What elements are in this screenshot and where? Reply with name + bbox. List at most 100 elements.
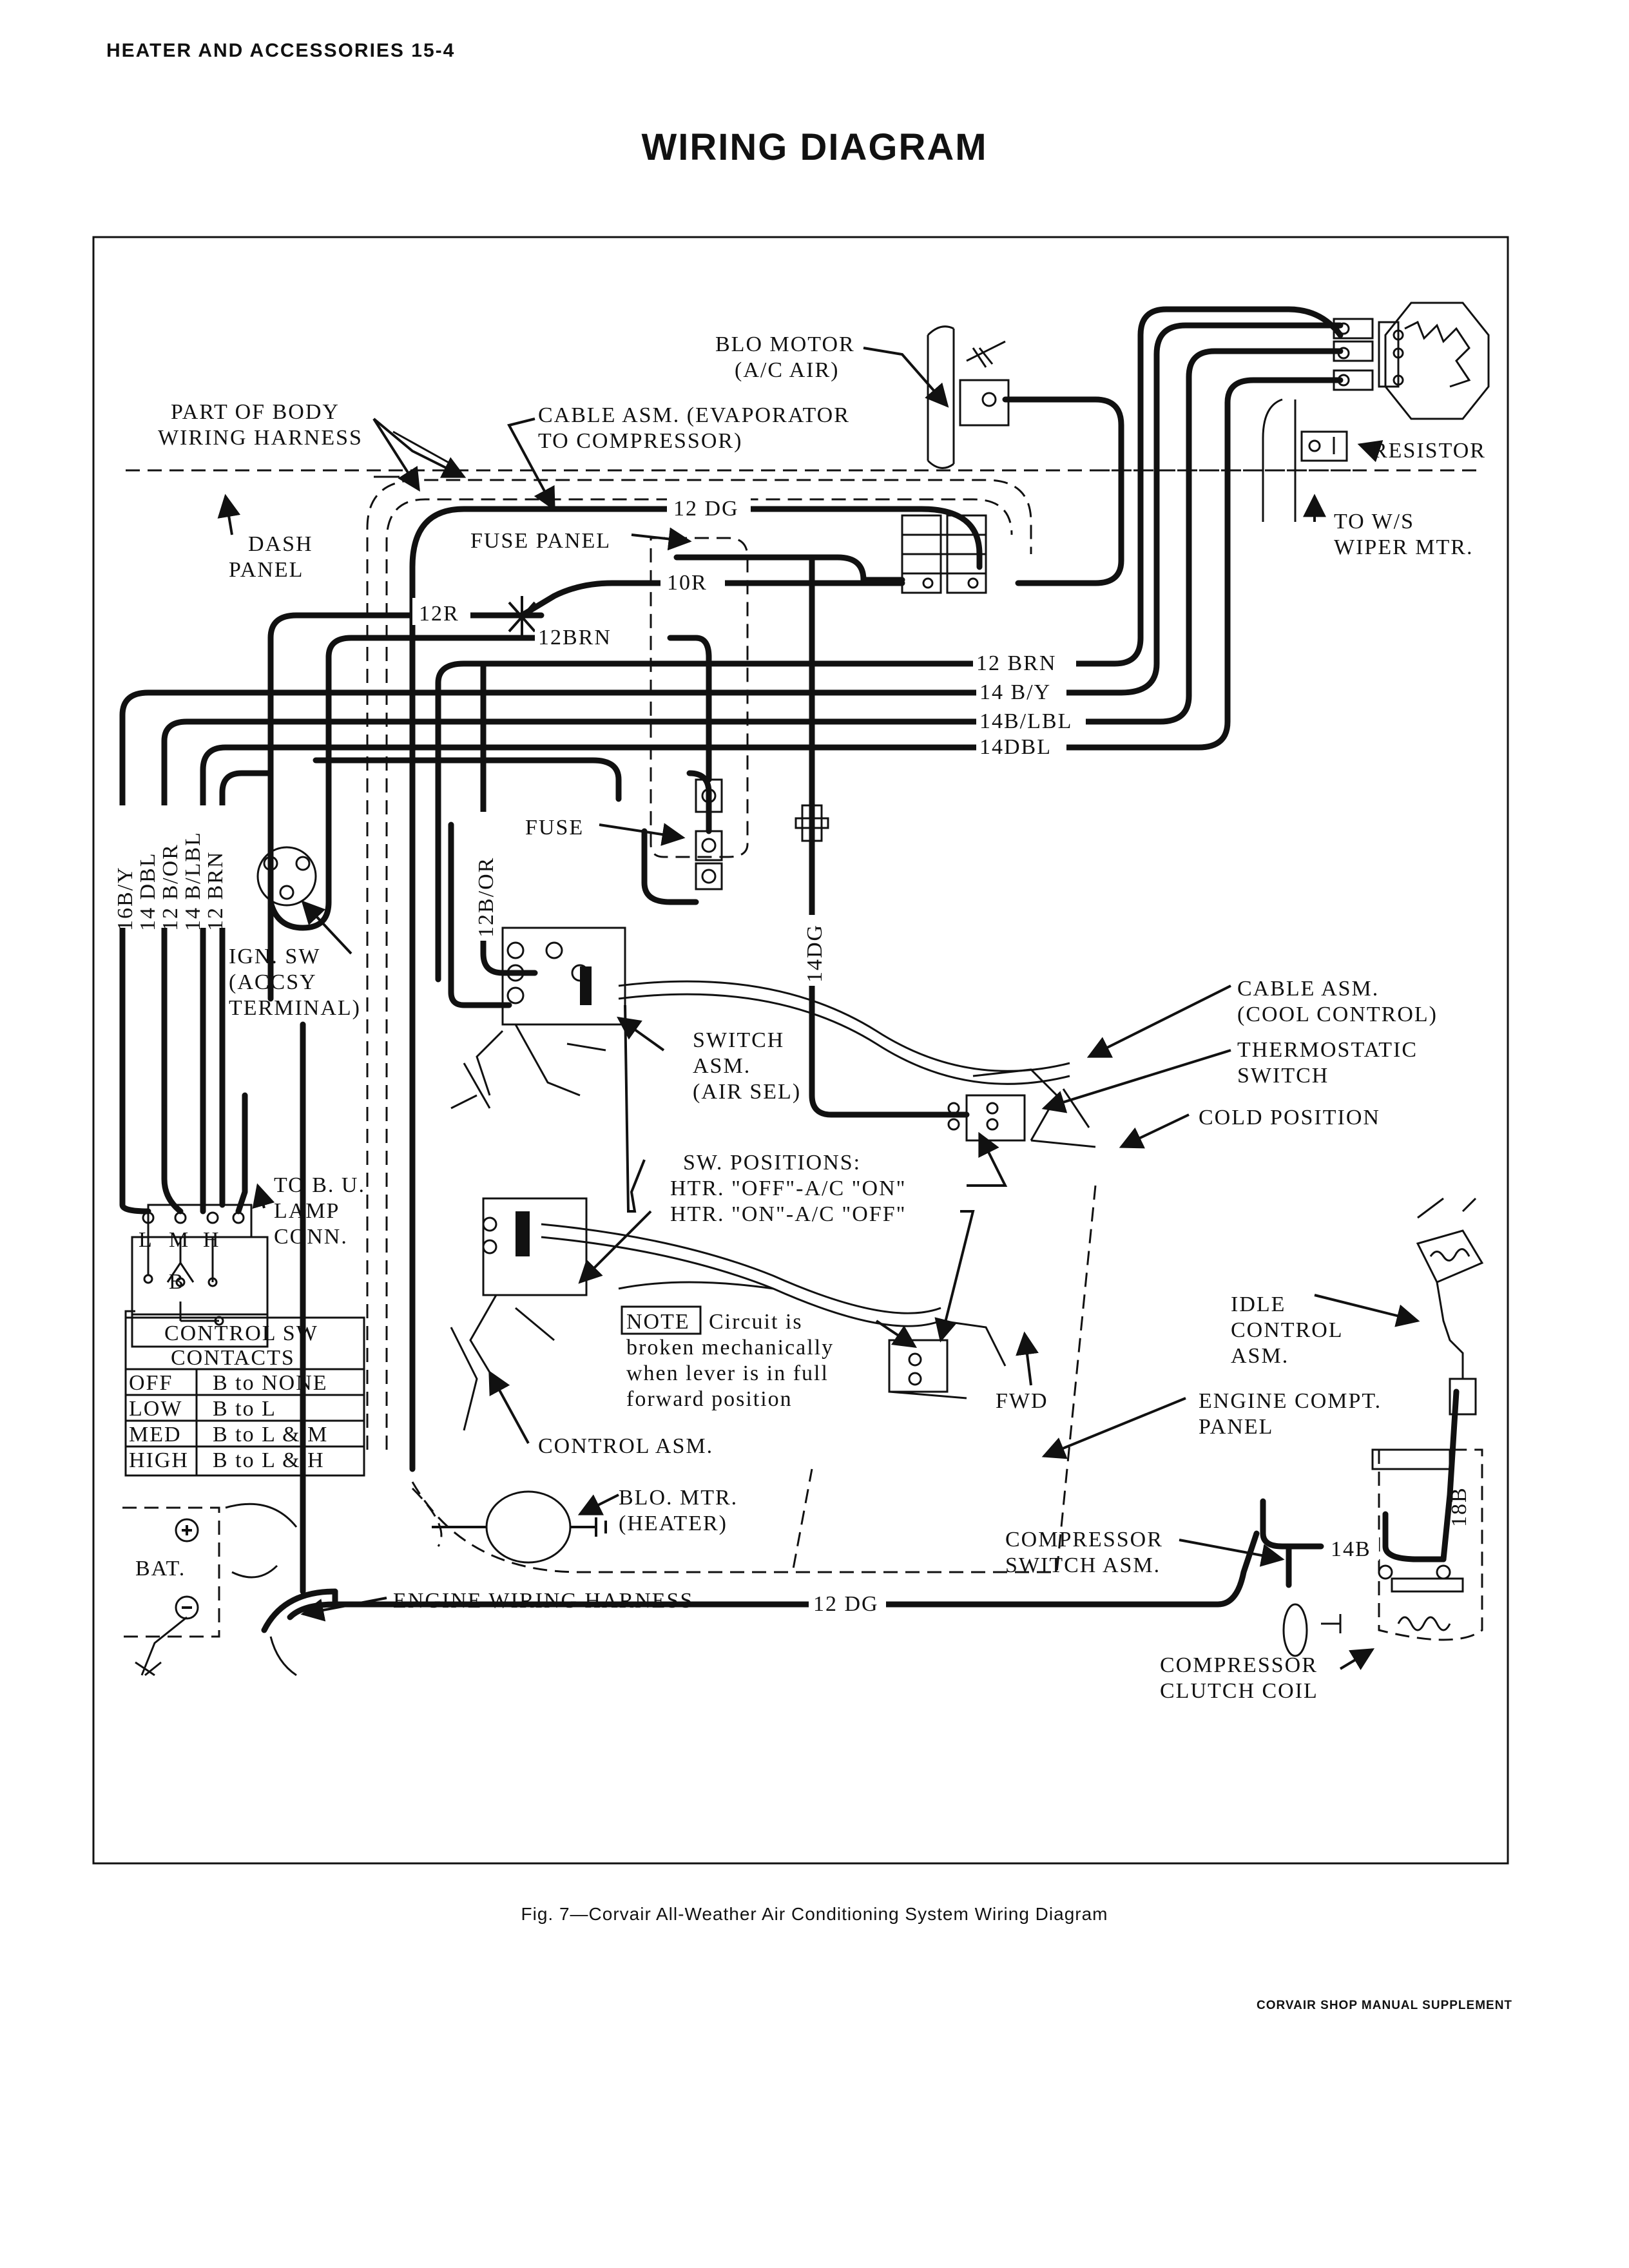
label-engine-harness: ENGINE WIRING HARNESS <box>393 1589 693 1613</box>
wire-16by: 16B/Y <box>113 866 137 931</box>
label-resistor: RESISTOR <box>1373 439 1486 463</box>
compressor-assembly <box>1282 1448 1483 1657</box>
terminal-m: M <box>169 1228 189 1252</box>
label-switch-asm-sub: ASM. <box>693 1054 751 1078</box>
fuse-panel-box <box>650 537 749 858</box>
label-ign-accsy: (ACCSY <box>229 970 317 994</box>
label-to-bu: TO B. U. <box>274 1173 365 1197</box>
splice-point <box>508 596 536 638</box>
control-switch-connector <box>131 1204 269 1348</box>
wire-code-labels: 12 DG 10R 12R 12BRN 12 BRN 14 B/Y 14B/LB… <box>111 493 1471 1616</box>
page-footer: CORVAIR SHOP MANUAL SUPPLEMENT <box>1257 1999 1513 2012</box>
contacts-row-med-contact: B to L & M <box>213 1423 328 1446</box>
resistor <box>1333 302 1490 420</box>
label-note-tag: NOTE <box>626 1310 690 1334</box>
label-comp-switch-sub: SWITCH ASM. <box>1005 1553 1161 1577</box>
contacts-row-low-contact: B to L <box>213 1397 276 1421</box>
blower-motor-heater <box>411 1487 607 1564</box>
terminal-b: B <box>169 1270 185 1294</box>
label-engine-panel: ENGINE COMPT. <box>1199 1389 1382 1413</box>
idle-control-asm <box>1416 1197 1484 1416</box>
contacts-row-high-pos: HIGH <box>129 1448 189 1472</box>
label-cable-evap: CABLE ASM. (EVAPORATOR <box>538 403 850 427</box>
figure-caption: Fig. 7—Corvair All-Weather Air Condition… <box>521 1904 1108 1924</box>
wire-14dbl-v: 14 DBL <box>136 852 160 932</box>
wire-18b: 18B <box>1447 1486 1471 1527</box>
diagram-labels: BLO MOTOR (A/C AIR) RESISTOR TO W/S WIPE… <box>135 332 1486 1703</box>
contacts-row-med-pos: MED <box>129 1423 182 1446</box>
label-fuse: FUSE <box>525 816 584 840</box>
label-body-harness: PART OF BODY <box>171 400 340 424</box>
label-dash: DASH <box>248 532 313 556</box>
label-comp-clutch: COMPRESSOR <box>1160 1653 1318 1677</box>
label-cold-position: COLD POSITION <box>1199 1106 1380 1129</box>
wire-12dg-top: 12 DG <box>673 497 739 521</box>
wire-14dg: 14DG <box>803 924 827 983</box>
label-sw-positions: SW. POSITIONS: <box>683 1151 861 1175</box>
contacts-row-off-contact: B to NONE <box>213 1371 328 1395</box>
label-thermo-switch: SWITCH <box>1237 1064 1329 1088</box>
label-cable-evap-sub: TO COMPRESSOR) <box>538 429 742 453</box>
page-header: HEATER AND ACCESSORIES 15-4 <box>106 40 456 61</box>
note-switch <box>888 1320 1007 1399</box>
label-body-harness-sub: WIRING HARNESS <box>158 426 363 450</box>
label-ign-sw: IGN. SW <box>229 945 320 968</box>
contacts-title-1: CONTROL SW <box>164 1321 318 1345</box>
label-blo-motor-ac-sub: (A/C AIR) <box>735 358 840 382</box>
contacts-title-2: CONTACTS <box>171 1346 295 1370</box>
ignition-switch <box>256 846 332 931</box>
label-to-ws: TO W/S <box>1334 510 1414 533</box>
label-engine-panel-sub: PANEL <box>1199 1415 1273 1439</box>
wire-12brn-right: 12 BRN <box>976 651 1056 675</box>
wire-12bor-v: 12 B/OR <box>159 843 182 931</box>
terminal-h: H <box>203 1228 220 1252</box>
inline-connector-14dg <box>795 804 829 842</box>
label-conn: CONN. <box>274 1225 348 1249</box>
wire-14b: 14B <box>1331 1537 1371 1561</box>
wire-12brn-v: 12 BRN <box>204 851 227 931</box>
label-control-asm: CONTROL ASM. <box>538 1434 713 1458</box>
label-fwd: FWD <box>996 1389 1048 1413</box>
label-ign-terminal: TERMINAL) <box>229 996 361 1020</box>
label-dash-panel: PANEL <box>229 558 304 582</box>
label-fuse-panel: FUSE PANEL <box>470 529 611 553</box>
contacts-row-low-pos: LOW <box>129 1397 182 1421</box>
body-harness-outline <box>366 479 1032 1450</box>
label-cool-control: (COOL CONTROL) <box>1237 1003 1438 1026</box>
label-blo-motor-ac: BLO MOTOR <box>715 332 855 356</box>
fuse-component <box>695 778 723 890</box>
battery <box>122 1503 298 1677</box>
label-note-2: broken mechanically <box>626 1336 834 1360</box>
wire-14blbl: 14B/LBL <box>979 709 1072 733</box>
label-thermostatic: THERMOSTATIC <box>1237 1038 1418 1062</box>
label-note-4: forward position <box>626 1387 793 1411</box>
wiper-connector <box>1095 398 1353 522</box>
terminal-l: L <box>139 1228 153 1252</box>
label-lamp: LAMP <box>274 1199 340 1223</box>
label-note-3: when lever is in full <box>626 1361 829 1385</box>
label-bat: BAT. <box>135 1557 186 1581</box>
wire-10r: 10R <box>667 571 708 595</box>
page-title: WIRING DIAGRAM <box>641 126 988 168</box>
label-comp-switch: COMPRESSOR <box>1005 1528 1163 1552</box>
wire-12bor-mid: 12B/OR <box>474 857 498 937</box>
wire-12brn-left: 12BRN <box>538 626 612 649</box>
label-idle: IDLE <box>1231 1293 1286 1316</box>
label-comp-clutch-coil: CLUTCH COIL <box>1160 1679 1318 1703</box>
label-cable-cool: CABLE ASM. <box>1237 977 1379 1001</box>
note-tag-box <box>621 1305 702 1335</box>
contacts-row-high-contact: B to L & H <box>213 1448 325 1472</box>
wire-14blbl-v: 14 B/LBL <box>181 831 205 931</box>
wire-14by: 14 B/Y <box>979 680 1051 704</box>
label-sw-pos-1: HTR. "OFF"-A/C "ON" <box>670 1177 907 1200</box>
leader-lines <box>217 347 1420 1671</box>
wire-14dbl: 14DBL <box>979 735 1052 759</box>
control-asm <box>450 1197 588 1431</box>
label-sw-pos-2: HTR. "ON"-A/C "OFF" <box>670 1202 907 1226</box>
ground-straps <box>261 1588 338 1677</box>
wire-12dg-bottom: 12 DG <box>813 1592 879 1616</box>
switch-asm-air-sel <box>450 927 626 1110</box>
label-idle-asm: ASM. <box>1231 1344 1289 1368</box>
label-note-1: Circuit is <box>709 1310 803 1334</box>
diagram-frame <box>92 236 1509 1865</box>
